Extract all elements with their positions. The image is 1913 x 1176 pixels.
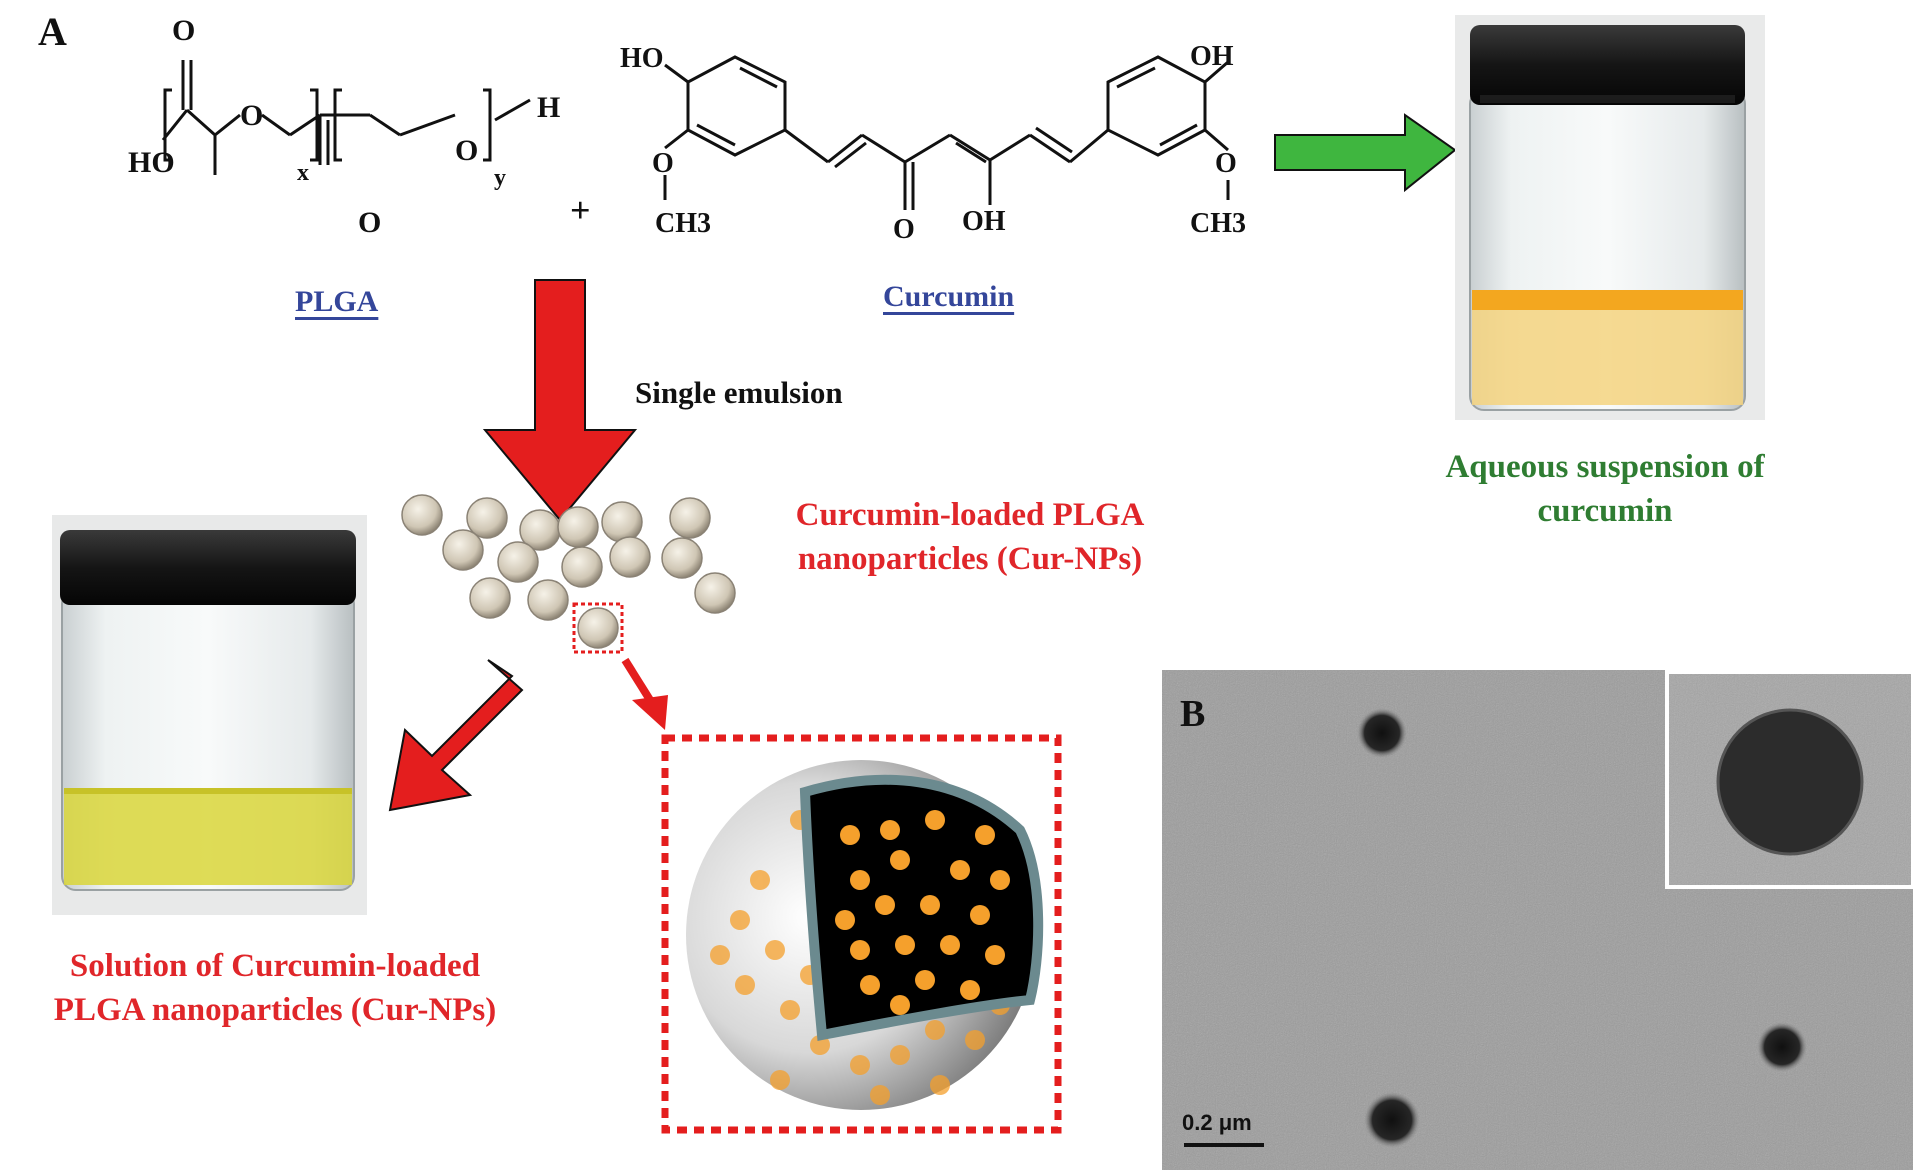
cur-o-keto: O [893,214,915,245]
plga-o-bottom: O [358,206,381,239]
nanoparticle-cluster [401,494,736,649]
aqueous-caption: Aqueous suspension of curcumin [1395,445,1815,533]
plga-o-ring: O [240,99,263,132]
nanoparticle-sphere-icon [686,760,1044,1110]
jar-photo-aqueous [1455,15,1765,420]
tem-particle [1364,1092,1420,1148]
cur-ch3-left: CH3 [655,208,711,239]
tem-micrograph: B 0.2 μm [1162,670,1913,1170]
nanoparticles-caption-line2: nanoparticles (Cur-NPs) [797,541,1143,577]
plga-o-y: O [455,134,478,167]
plga-structure [161,60,492,175]
red-arrow-diagonal-left-icon [388,659,524,812]
zoom-box-small [572,602,624,654]
tem-particle [1357,708,1407,758]
scale-bar-label: 0.2 μm [1182,1110,1252,1135]
red-arrow-down-icon [482,279,638,522]
cur-o-left: O [652,148,674,179]
solution-caption: Solution of Curcumin-loaded PLGA nanopar… [10,944,540,1032]
plus-sign: + [570,190,591,230]
green-arrow-right-icon [1274,113,1457,193]
nanoparticles-caption-line1: Curcumin-loaded PLGA [795,497,1145,533]
aqueous-caption-line2: curcumin [1537,493,1673,529]
process-label: Single emulsion [635,375,843,410]
aqueous-caption-line1: Aqueous suspension of [1445,449,1765,485]
jar-photo-solution [52,515,367,915]
plga-o-top: O [172,14,195,47]
cur-o-right: O [1215,148,1237,179]
tem-particle [1757,1022,1807,1072]
plga-h: H [537,91,560,124]
plga-x: x [297,160,309,186]
cur-ho-left: HO [620,43,664,74]
plga-ho: HO [128,146,175,179]
tem-inset [1665,670,1913,889]
red-arrow-diagonal-right-icon [621,657,668,730]
solution-caption-line2: PLGA nanoparticles (Cur-NPs) [53,992,497,1028]
solution-caption-line1: Solution of Curcumin-loaded [69,948,481,984]
plga-y: y [494,165,506,191]
curcumin-label: Curcumin [883,280,1015,313]
panel-letter-b: B [1180,693,1206,735]
plga-label: PLGA [295,285,379,318]
cur-oh-right: OH [1190,41,1234,72]
cur-ch3-right: CH3 [1190,208,1246,239]
curcumin-structure [663,55,1230,210]
tem-image [1162,670,1913,1170]
nanoparticles-caption: Curcumin-loaded PLGA nanoparticles (Cur-… [740,493,1200,581]
zoom-box-large [661,734,1062,1134]
cur-oh-enol: OH [962,206,1006,237]
panel-letter-a: A [38,9,67,54]
